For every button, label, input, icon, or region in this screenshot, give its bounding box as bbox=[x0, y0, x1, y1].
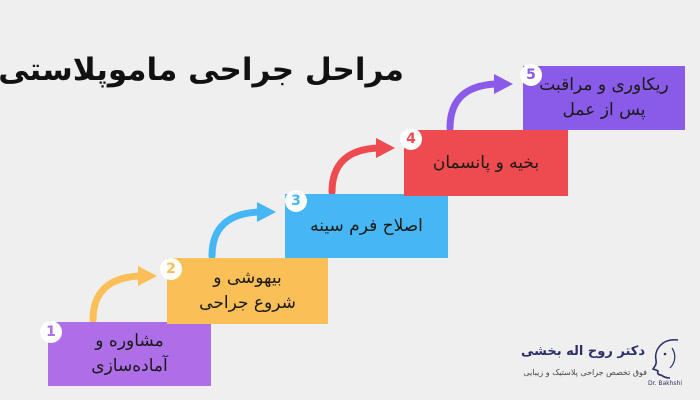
arrow-1-to-2 bbox=[89, 272, 144, 324]
arrow-4-to-5 bbox=[446, 80, 500, 132]
clinic-logo: دکتر روح اله بخشی فوق تخصص جراحی پلاستیک… bbox=[521, 339, 695, 388]
step-5-number-badge: 5 bbox=[520, 64, 542, 86]
arrow-3-to-4 bbox=[328, 144, 382, 196]
arrowhead-2 bbox=[138, 266, 157, 286]
step-1-label: مشاوره و آماده‌سازی bbox=[91, 331, 168, 376]
step-4-label: بخیه و پانسمان bbox=[432, 152, 540, 173]
arrowhead-5 bbox=[494, 74, 513, 94]
step-5-label: ریکاوری و مراقبت پس از عمل bbox=[539, 75, 669, 120]
step-3-box: اصلاح فرم سینه bbox=[285, 194, 448, 258]
arrowhead-4 bbox=[376, 138, 395, 158]
logo-subtitle: فوق تخصص جراحی پلاستیک و زیبایی bbox=[523, 368, 647, 377]
step-4-box: بخیه و پانسمان bbox=[404, 130, 568, 196]
step-4-number-badge: 4 bbox=[400, 128, 422, 150]
step-3-label: اصلاح فرم سینه bbox=[310, 215, 423, 236]
step-3-number-badge: 3 bbox=[285, 190, 307, 212]
logo-name: دکتر روح اله بخشی bbox=[521, 344, 645, 359]
face-profile-icon bbox=[651, 339, 679, 379]
arrow-2-to-3 bbox=[208, 208, 263, 260]
step-2-label: بیهوشی و شروع جراحی bbox=[199, 268, 296, 313]
step-1-number-badge: 1 bbox=[40, 321, 62, 343]
step-5-box: ریکاوری و مراقبت پس از عمل bbox=[523, 66, 685, 130]
step-2-number-badge: 2 bbox=[160, 258, 182, 280]
arrowhead-3 bbox=[257, 202, 276, 222]
step-2-box: بیهوشی و شروع جراحی bbox=[167, 258, 328, 324]
page-title: مراحل جراحی ماموپلاستی bbox=[0, 52, 404, 88]
logo-mark-label: Dr. Bakhshi bbox=[648, 380, 683, 387]
step-1-box: مشاوره و آماده‌سازی bbox=[48, 322, 211, 386]
